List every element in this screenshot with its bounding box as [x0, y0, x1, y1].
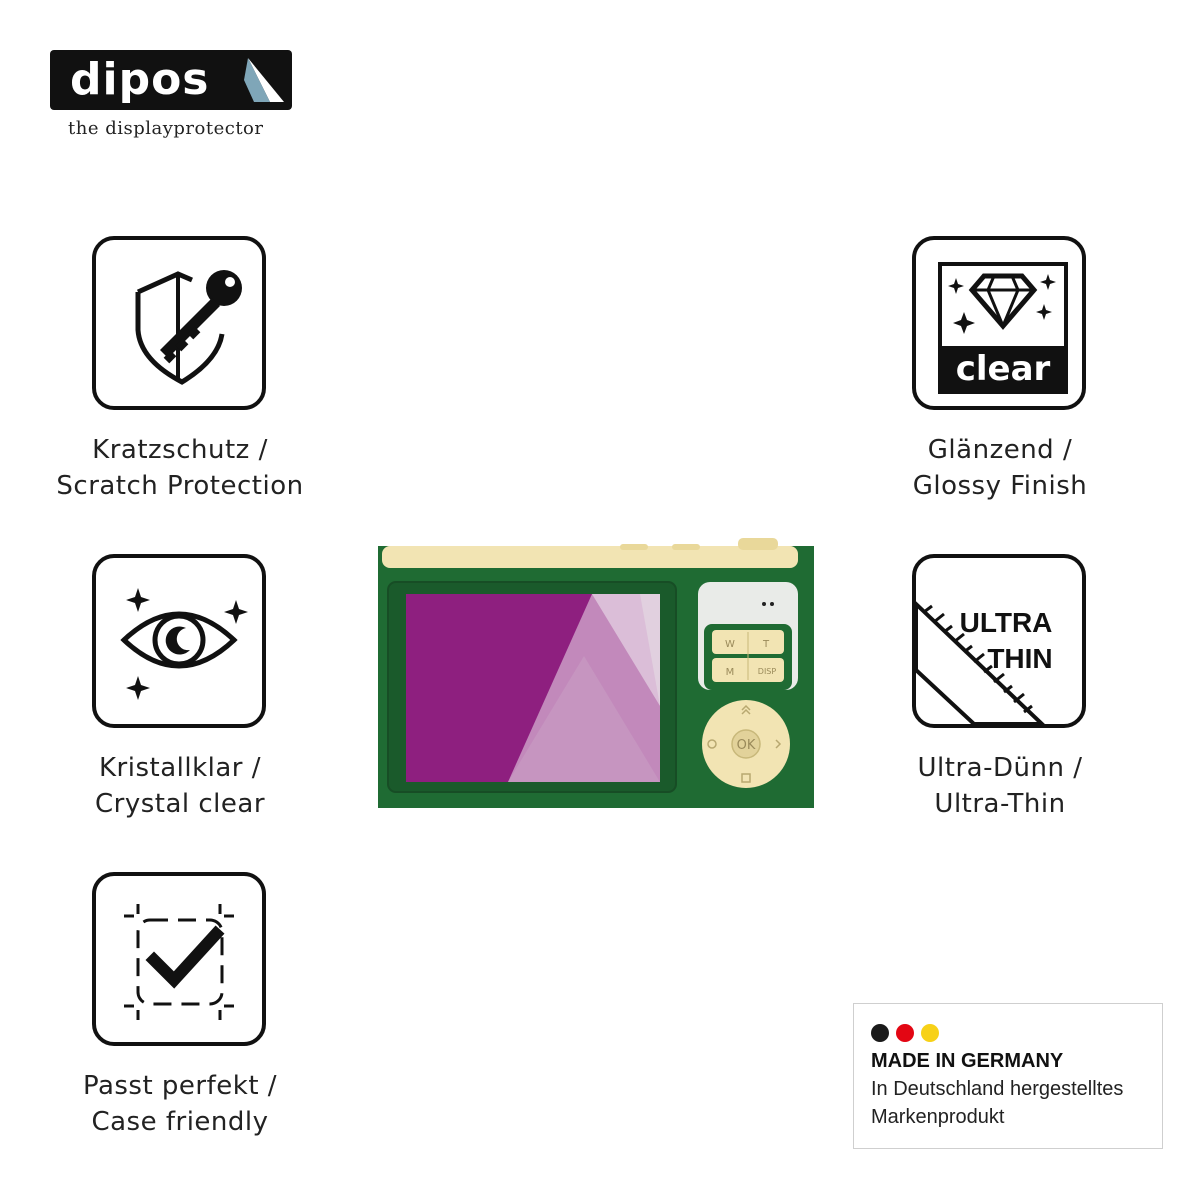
- diamond-clear-icon: clear: [938, 262, 1068, 394]
- shutter-button: [738, 538, 778, 550]
- feature-case-caption: Passt perfekt / Case friendly: [30, 1068, 330, 1140]
- svg-text:OK: OK: [737, 738, 756, 753]
- eye-sparkle-icon: [120, 588, 248, 700]
- shield-key-icon: [135, 270, 242, 385]
- caption-line2: Scratch Protection: [56, 471, 304, 501]
- ruler-ultra-thin-icon: ULTRA THIN: [916, 601, 1053, 724]
- caption-line1: Glänzend /: [927, 435, 1073, 465]
- flag-dot-black: [871, 1024, 889, 1042]
- camera-illustration: W T M DISP OK: [378, 538, 814, 808]
- svg-text:M: M: [726, 667, 735, 678]
- feature-glossy-caption: Glänzend / Glossy Finish: [850, 432, 1150, 504]
- flag-dot-gold: [921, 1024, 939, 1042]
- feature-crystal-tile: [92, 554, 266, 728]
- clear-badge-text: clear: [956, 349, 1051, 389]
- caption-line1: Ultra-Dünn /: [917, 753, 1083, 783]
- caption-line2: Case friendly: [91, 1107, 269, 1137]
- made-in-germany-line2: Markenprodukt: [871, 1106, 1005, 1128]
- feature-scratch-caption: Kratzschutz / Scratch Protection: [30, 432, 330, 504]
- ultra-label: ULTRA: [960, 607, 1053, 638]
- flag-dot-red: [896, 1024, 914, 1042]
- svg-text:W: W: [725, 639, 735, 650]
- brand-logo-text: dipos: [70, 54, 210, 105]
- caption-line2: Crystal clear: [94, 789, 266, 819]
- caption-line1: Kratzschutz /: [92, 435, 268, 465]
- ok-button: [731, 729, 761, 759]
- made-in-germany-title: MADE IN GERMANY: [871, 1050, 1064, 1072]
- feature-thin-tile: ULTRA THIN: [912, 554, 1086, 728]
- caption-line1: Kristallklar /: [98, 753, 261, 783]
- feature-scratch-tile: [92, 236, 266, 410]
- feature-crystal-caption: Kristallklar / Crystal clear: [30, 750, 330, 822]
- svg-text:DISP: DISP: [758, 667, 777, 676]
- caption-line2: Glossy Finish: [912, 471, 1088, 501]
- caption-line1: Passt perfekt /: [82, 1071, 278, 1101]
- checkmark-frame-icon: [124, 904, 234, 1020]
- made-in-germany-line1: In Deutschland hergestelltes: [871, 1078, 1124, 1100]
- feature-case-tile: [92, 872, 266, 1046]
- made-in-germany-box: [853, 1003, 1163, 1149]
- thin-label: THIN: [987, 643, 1052, 674]
- caption-line2: Ultra-Thin: [934, 789, 1066, 819]
- peel-corner-icon: [244, 58, 284, 102]
- svg-text:T: T: [762, 639, 770, 650]
- brand-tagline: the displayprotector: [68, 118, 264, 139]
- feature-glossy-tile: clear: [912, 236, 1086, 410]
- feature-thin-caption: Ultra-Dünn / Ultra-Thin: [850, 750, 1150, 822]
- camera-top-strip: [382, 546, 798, 568]
